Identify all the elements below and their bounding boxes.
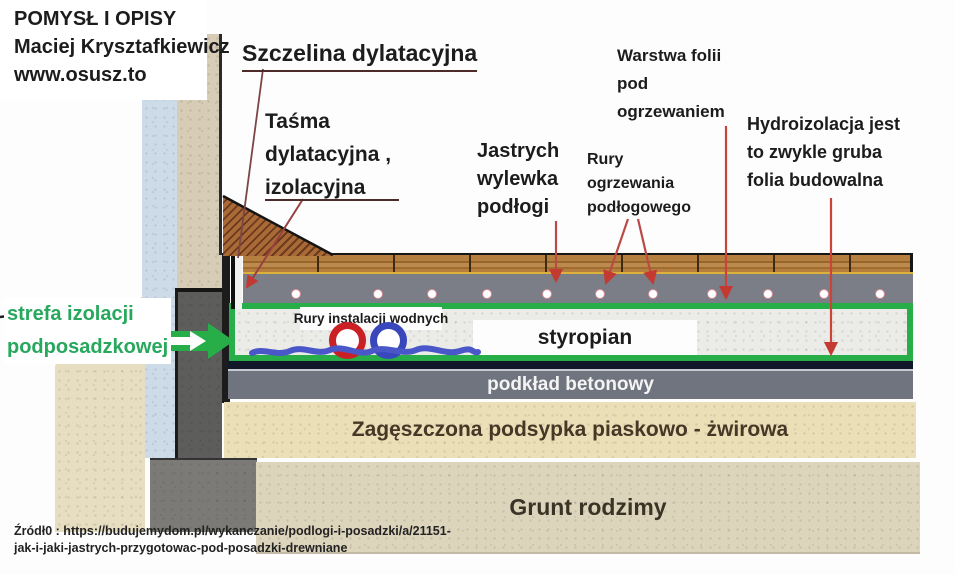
heating-pipe-dot-icon bbox=[373, 289, 383, 299]
heating-pipe-dot-icon bbox=[291, 289, 301, 299]
header-box bbox=[0, 0, 207, 100]
callout-rury-ogrzewania: Rury ogrzewania podłogowego bbox=[587, 151, 691, 216]
hydroizolacja-line bbox=[228, 361, 913, 369]
heating-pipe-dot-icon bbox=[819, 289, 829, 299]
heating-pipe-dot-icon bbox=[875, 289, 885, 299]
wood-floor-layer bbox=[243, 253, 913, 272]
foundation-footing bbox=[150, 458, 257, 532]
callout-warstwa-folii: Warstwa folii pod ogrzewaniem bbox=[617, 46, 725, 121]
header-website: www.osusz.to bbox=[14, 64, 147, 86]
heating-pipe-dot-icon bbox=[482, 289, 492, 299]
grunt-label: Grunt rodzimy bbox=[509, 493, 667, 520]
callout-hydroizolacja: Hydroizolacja jest to zwykle gruba folia… bbox=[747, 114, 901, 190]
callout-tasma: Taśma dylatacyjna , izolacyjna bbox=[265, 105, 400, 204]
water-pipe-red-icon bbox=[329, 322, 366, 359]
heating-pipe-dot-icon bbox=[542, 289, 552, 299]
foil-line bbox=[243, 270, 913, 274]
callout-strefa: strefa izolacji podposadzkowej bbox=[4, 298, 172, 364]
heating-pipe-dot-icon bbox=[595, 289, 605, 299]
callout-jastrych: Jastrych wylewka podłogi bbox=[477, 140, 560, 218]
podsypka-label: Zagęszczona podsypka piaskowo - żwirowa bbox=[351, 418, 789, 441]
header-author: Maciej Krysztafkiewicz bbox=[14, 36, 230, 58]
grunt-layer: Grunt rodzimy bbox=[256, 462, 920, 554]
exterior-ground-patch bbox=[55, 358, 145, 532]
podsypka-layer: Zagęszczona podsypka piaskowo - żwirowa bbox=[224, 402, 916, 458]
podklad-label: podkład betonowy bbox=[487, 374, 654, 395]
heating-pipe-dot-icon bbox=[427, 289, 437, 299]
water-pipe-blue-icon bbox=[370, 322, 407, 359]
heating-pipe-dot-icon bbox=[707, 289, 717, 299]
foundation-wall bbox=[175, 288, 222, 458]
styropian-labelbox: styropian bbox=[473, 320, 697, 355]
wall-inner-edge-line bbox=[219, 34, 222, 255]
tasma-strip bbox=[231, 253, 242, 309]
podklad-layer: podkład betonowy bbox=[228, 369, 913, 399]
source-note: Źródł0 : https://budujemydom.pl/wykancza… bbox=[14, 523, 451, 557]
source-line-2: jak-i-jaki-jastrych-przygotowac-pod-posa… bbox=[14, 541, 348, 555]
callout-szczelina: Szczelina dylatacyjna bbox=[242, 40, 478, 72]
source-line-1: Źródł0 : https://budujemydom.pl/wykancza… bbox=[14, 524, 451, 538]
wedge-hatch bbox=[223, 196, 333, 256]
wall-insulation-strip bbox=[142, 95, 178, 458]
rury-wodne-labelbox: Rury instalacji wodnych bbox=[294, 307, 448, 330]
heating-pipe-dot-icon bbox=[763, 289, 773, 299]
header-title: POMYSŁ I OPISY bbox=[14, 8, 177, 30]
styropian-label: styropian bbox=[537, 325, 633, 349]
heating-pipe-dot-icon bbox=[648, 289, 658, 299]
rury-wodne-label: Rury instalacji wodnych bbox=[293, 311, 449, 326]
screed-layer bbox=[243, 274, 913, 303]
